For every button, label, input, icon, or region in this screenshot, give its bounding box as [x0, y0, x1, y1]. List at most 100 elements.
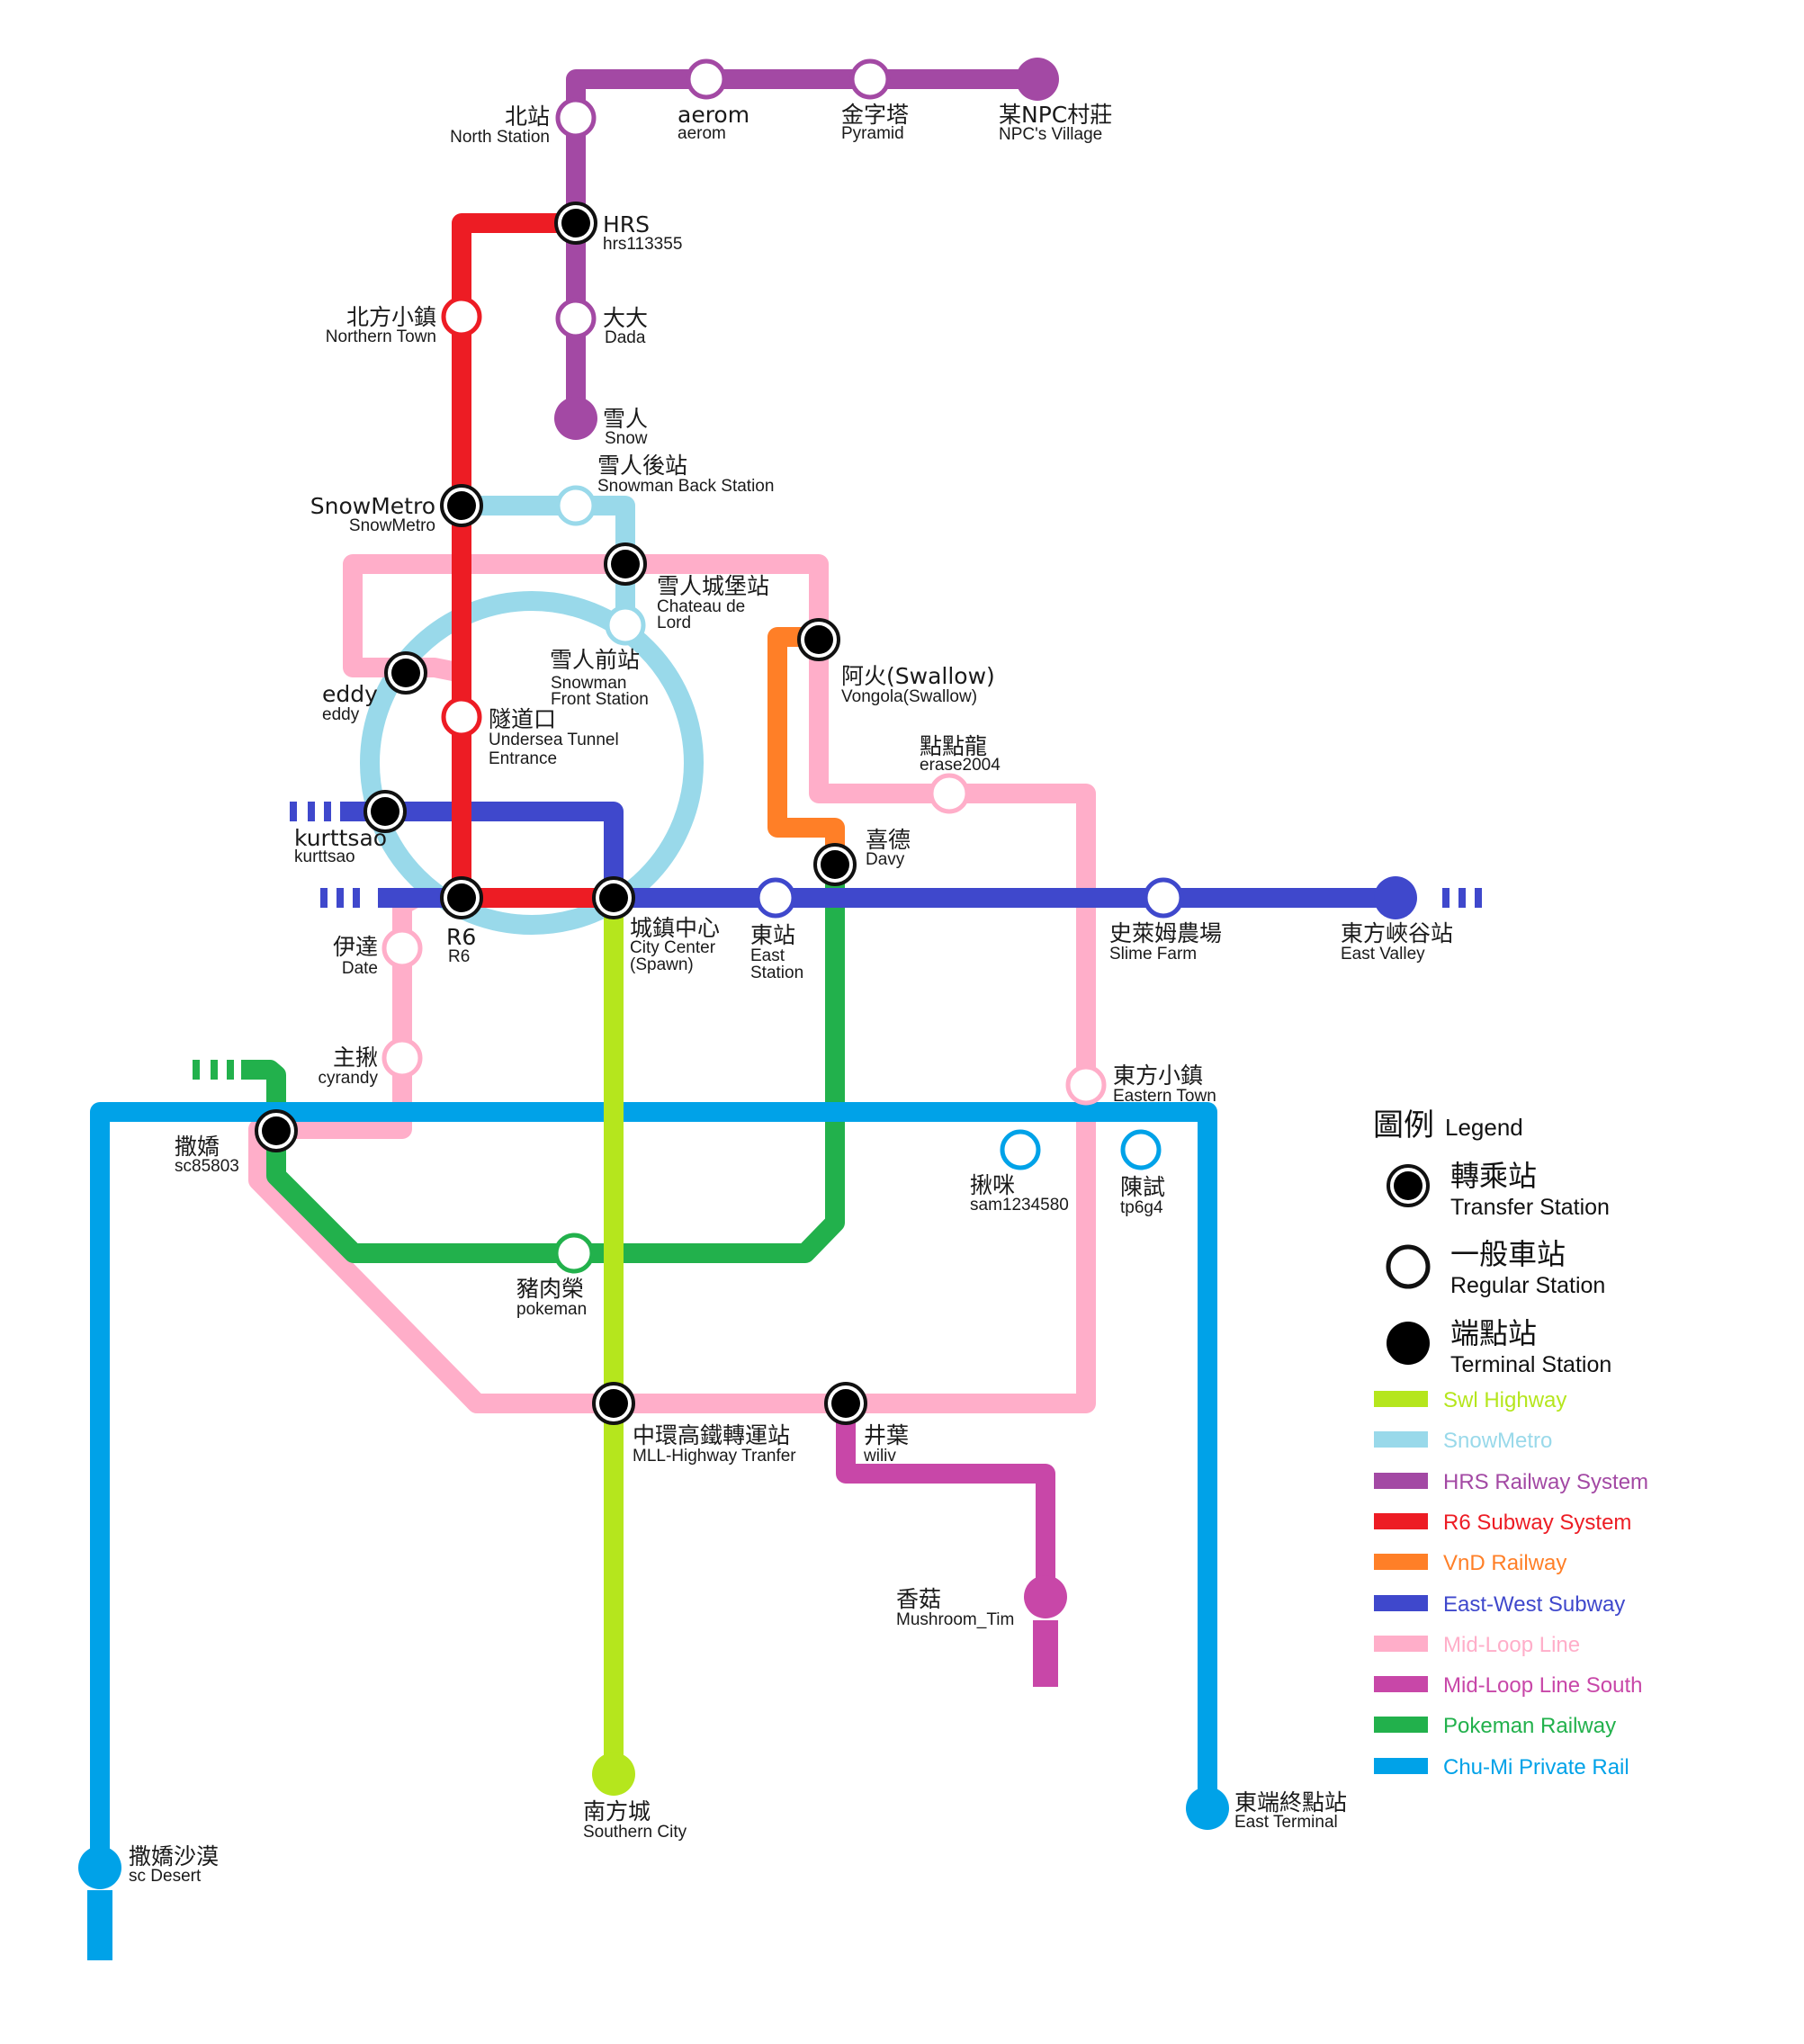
station-sam[interactable] [1000, 1129, 1041, 1170]
transfer-vongola[interactable] [797, 618, 840, 661]
station-northern-town[interactable] [441, 296, 482, 337]
label-en: Chateau de [657, 597, 745, 616]
label-cn: 伊達 [333, 934, 378, 960]
label-cn: 雪人 [603, 406, 648, 432]
transfer-sc85803[interactable] [255, 1109, 298, 1152]
terminal-sc-desert[interactable] [78, 1846, 121, 1889]
label-cn: 井葉 [864, 1422, 909, 1448]
legend-line-vnd: VnD Railway [1374, 1551, 1566, 1575]
station-tunnel[interactable] [441, 696, 482, 738]
station-pyramid[interactable] [849, 58, 891, 100]
legend-line-label: Mid-Loop Line South [1443, 1673, 1642, 1698]
legend-swatch [1374, 1595, 1428, 1611]
legend-line-eastwest: East-West Subway [1374, 1592, 1625, 1617]
transfer-wiliv[interactable] [824, 1382, 867, 1425]
label-cn: 喜德 [866, 827, 911, 853]
line-vnd [767, 627, 845, 862]
line-r6 [452, 213, 614, 908]
legend: 圖例 Legend 轉乘站 Transfer Station 一般車站 Regu… [1373, 1107, 1648, 1780]
label-en: Pyramid [841, 124, 904, 143]
label-cn: 陳試 [1120, 1174, 1165, 1200]
legend-line-label: East-West Subway [1443, 1592, 1625, 1617]
label-cn: 撒嬌 [175, 1134, 220, 1160]
label-en: East [750, 946, 785, 965]
label-en: NPC's Village [999, 125, 1102, 144]
label-cn: 東方峽谷站 [1341, 920, 1453, 946]
label-cn: eddy [322, 681, 378, 707]
station-date[interactable] [381, 928, 423, 969]
label-cn: 史萊姆農場 [1109, 920, 1222, 946]
terminal-east-valley[interactable] [1374, 876, 1417, 919]
legend-title-cn: 圖例 [1373, 1107, 1434, 1143]
label-cn: 東端終點站 [1234, 1789, 1347, 1815]
label-cn: 阿火(Swallow) [841, 663, 995, 689]
legend-swatch [1374, 1473, 1428, 1489]
legend-line-hrs: HRS Railway System [1374, 1470, 1648, 1494]
label-cn: 雪人前站 [550, 647, 640, 673]
label-en: Undersea Tunnel [489, 731, 619, 749]
transfer-davy[interactable] [813, 843, 857, 886]
label-en: hrs113355 [603, 235, 682, 254]
legend-line-snowmetro: SnowMetro [1374, 1429, 1552, 1453]
station-aerom[interactable] [686, 58, 727, 100]
terminal-npc-village[interactable] [1016, 58, 1059, 101]
terminal-southern-city[interactable] [592, 1753, 635, 1796]
label-en: Vongola(Swallow) [841, 687, 977, 706]
label-cn: 雪人城堡站 [657, 573, 769, 599]
legend-swatch [1374, 1758, 1428, 1774]
label-en: Mushroom_Tim [896, 1610, 1014, 1629]
transfer-hrs[interactable] [554, 202, 597, 245]
label-en: kurttsao [294, 847, 355, 866]
label-en: wiliv [863, 1447, 896, 1466]
legend-regular-symbol [1386, 1244, 1431, 1289]
station-tp6g4[interactable] [1120, 1129, 1162, 1170]
terminal-east-terminal[interactable] [1186, 1787, 1229, 1830]
terminal-snow[interactable] [554, 397, 597, 440]
line-mid-loop-south-dashes [1033, 1620, 1058, 1687]
label-cn: 中環高鐵轉運站 [633, 1422, 790, 1448]
station-snowman-back[interactable] [555, 485, 597, 526]
legend-line-chumi: Chu-Mi Private Rail [1374, 1755, 1629, 1780]
station-east-station[interactable] [755, 877, 796, 919]
legend-line-midloop: Mid-Loop Line [1374, 1633, 1580, 1657]
label-en: Snowman Back Station [597, 477, 774, 496]
transfer-snowmetro[interactable] [440, 484, 483, 527]
station-erase[interactable] [929, 773, 970, 814]
station-eastern-town[interactable] [1065, 1064, 1107, 1106]
label-en: sc Desert [129, 1867, 202, 1886]
label-en: cyrandy [318, 1069, 378, 1088]
label-cn: aerom [678, 102, 749, 128]
legend-swatch [1374, 1391, 1428, 1407]
terminal-mushroom[interactable] [1024, 1575, 1067, 1618]
label-en: Snow [605, 429, 648, 448]
station-snowman-front[interactable] [605, 605, 646, 646]
transfer-city-center[interactable] [592, 876, 635, 919]
label-en: North Station [450, 128, 550, 147]
label-en: tp6g4 [1120, 1198, 1163, 1217]
label-cn: 大大 [603, 305, 648, 331]
station-slime-farm[interactable] [1143, 877, 1184, 919]
line-chu-mi-dashes [87, 1890, 112, 1960]
label-en: sam1234580 [970, 1196, 1069, 1215]
label-cn: SnowMetro [310, 493, 435, 519]
label-en: Northern Town [326, 327, 436, 346]
legend-swatch [1374, 1636, 1428, 1652]
station-cyrandy[interactable] [381, 1037, 423, 1079]
label-cn: 揪咪 [970, 1172, 1015, 1198]
transfer-mll[interactable] [592, 1382, 635, 1425]
legend-line-label: SnowMetro [1443, 1429, 1552, 1453]
label-en: Lord [657, 614, 691, 632]
legend-line-r6: R6 Subway System [1374, 1511, 1631, 1535]
label-en: R6 [448, 947, 470, 966]
legend-terminal-cn: 端點站 [1450, 1316, 1537, 1350]
transfer-r6[interactable] [440, 876, 483, 919]
transfer-eddy[interactable] [384, 651, 427, 695]
station-pokeman[interactable] [553, 1233, 595, 1274]
label-en: SnowMetro [349, 516, 435, 535]
label-en: Southern City [583, 1823, 687, 1842]
station-dada[interactable] [555, 298, 597, 339]
transfer-chateau[interactable] [604, 542, 647, 586]
legend-line-label: Chu-Mi Private Rail [1443, 1755, 1629, 1780]
station-north-station[interactable] [555, 97, 597, 139]
